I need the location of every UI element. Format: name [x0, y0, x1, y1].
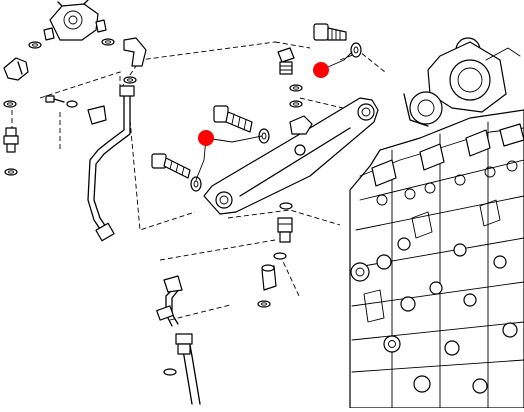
screw-small-left	[45, 95, 78, 108]
union-fitting-left	[3, 127, 19, 176]
banjo-bolt-middle	[213, 105, 270, 144]
banjo-bolt-top	[313, 23, 362, 58]
engine-block	[349, 109, 524, 409]
oil-pipe-left	[87, 85, 135, 242]
hose-elbow-right	[123, 37, 147, 84]
washer-right-top	[101, 38, 115, 46]
mounting-bracket	[203, 97, 379, 215]
fitting-below-bracket	[273, 202, 293, 260]
banjo-bolt-lower	[151, 153, 202, 192]
washer-vertical-stack	[289, 84, 303, 108]
highlight-marker[interactable]	[198, 130, 214, 146]
oil-pipe-lower	[156, 275, 201, 405]
leader-lines	[11, 41, 386, 321]
highlight-marker[interactable]	[313, 62, 329, 78]
oil-filter-housing	[43, 0, 107, 41]
turbocharger	[403, 37, 521, 127]
sleeve-fitting	[257, 264, 277, 308]
washer-left-top	[28, 41, 42, 49]
hose-elbow-left	[3, 57, 29, 108]
fitting-connector-top	[277, 47, 295, 75]
